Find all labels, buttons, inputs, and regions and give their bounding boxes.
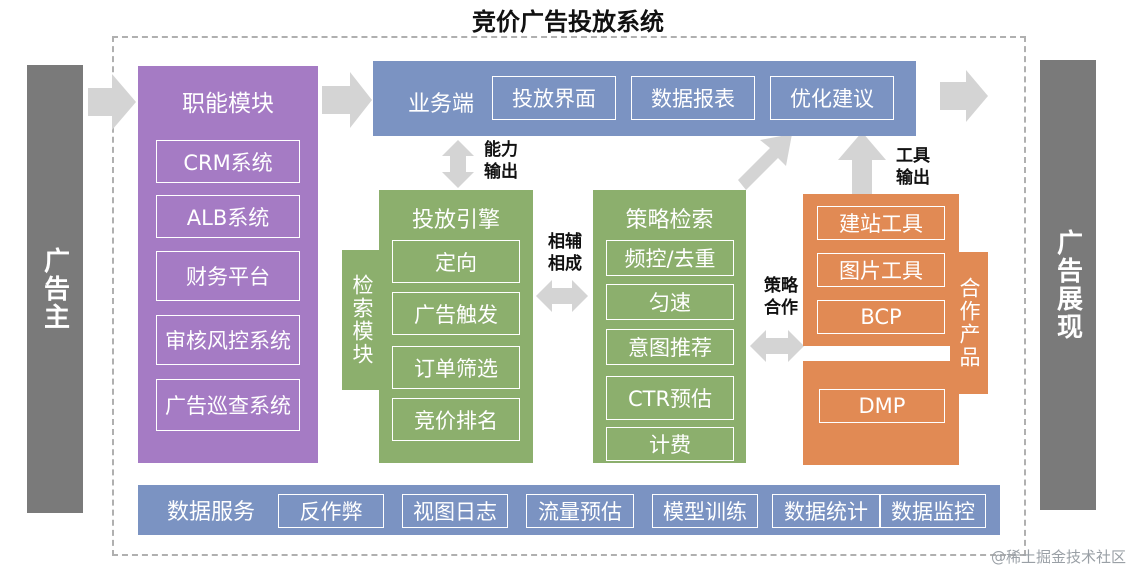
arrow-advertiser-in <box>88 74 136 130</box>
arrow-strategy-coop <box>750 330 804 362</box>
coop-side-label: 合作产品 <box>957 277 981 369</box>
coop-top-block <box>803 194 959 346</box>
advertiser-label: 广告主 <box>39 247 70 331</box>
arrow-complement <box>536 280 588 312</box>
diagram-title: 竞价广告投放系统 <box>472 8 664 36</box>
business-item-optimize: 优化建议 <box>770 76 894 120</box>
data-service-title: 数据服务 <box>166 500 255 525</box>
data-service-item-viewlog: 视图日志 <box>402 494 508 528</box>
coop-item-dmp: DMP <box>819 389 945 423</box>
functional-module <box>138 66 318 463</box>
data-service-bar <box>138 485 1000 535</box>
retrieval-module-tab <box>342 250 382 390</box>
arrow-tool-output <box>838 132 886 196</box>
functional-item-finance: 财务平台 <box>156 251 300 301</box>
coop-item-image-tool: 图片工具 <box>817 253 945 287</box>
strategy-item-billing: 计费 <box>606 427 734 461</box>
functional-item-review: 审核风控系统 <box>156 315 300 365</box>
label-complement-2: 相成 <box>548 254 582 274</box>
functional-item-patrol: 广告巡查系统 <box>156 379 300 431</box>
arrow-business-to-display <box>940 70 988 122</box>
arrow-strategy-to-business <box>738 134 792 190</box>
functional-item-crm: CRM系统 <box>156 140 300 183</box>
engine-item-targeting: 定向 <box>392 240 520 283</box>
business-end <box>373 61 916 136</box>
system-boundary <box>112 36 1026 556</box>
business-item-report: 数据报表 <box>631 76 755 120</box>
label-complement: 相辅 <box>548 232 582 252</box>
strategy-retrieval <box>593 190 746 463</box>
ad-display-bar: 广告展现 <box>1040 60 1096 510</box>
data-service-item-stats: 数据统计 <box>772 494 880 528</box>
engine-item-ranking: 竞价排名 <box>392 398 520 441</box>
strategy-item-intent: 意图推荐 <box>606 329 734 365</box>
label-tool-output: 工具 <box>896 146 930 166</box>
data-service-item-monitor: 数据监控 <box>880 494 986 528</box>
label-capability-output-2: 输出 <box>484 162 518 182</box>
ad-display-label: 广告展现 <box>1052 229 1083 341</box>
coop-item-bcp: BCP <box>817 300 945 334</box>
engine-item-filter: 订单筛选 <box>392 346 520 389</box>
advertiser-bar: 广告主 <box>27 65 83 513</box>
label-capability-output: 能力 <box>478 140 524 160</box>
coop-side-tab <box>950 252 988 394</box>
strategy-title: 策略检索 <box>625 208 714 233</box>
retrieval-module-label: 检索模块 <box>350 274 374 366</box>
label-tool-output-2: 输出 <box>896 168 930 188</box>
data-service-item-traffic: 流量预估 <box>526 494 634 528</box>
engine-title: 投放引擎 <box>411 208 500 233</box>
arrow-functional-to-business <box>322 72 372 128</box>
arrow-capability-output <box>442 140 474 188</box>
coop-item-site-builder: 建站工具 <box>817 206 945 240</box>
business-item-delivery: 投放界面 <box>492 76 616 120</box>
data-service-item-antifraud: 反作弊 <box>278 494 384 528</box>
business-title: 业务端 <box>407 92 474 117</box>
functional-item-alb: ALB系统 <box>156 195 300 238</box>
delivery-engine <box>379 190 533 463</box>
strategy-item-freq: 频控/去重 <box>606 240 734 276</box>
data-service-item-model: 模型训练 <box>652 494 758 528</box>
engine-item-trigger: 广告触发 <box>392 292 520 335</box>
strategy-item-pacing: 匀速 <box>606 284 734 320</box>
label-capability-output-line1: 能力 <box>484 140 518 160</box>
coop-bottom-block <box>803 361 959 465</box>
strategy-item-ctr: CTR预估 <box>606 376 734 420</box>
watermark: @稀土掘金技术社区 <box>990 548 1126 566</box>
functional-title: 职能模块 <box>182 91 274 117</box>
label-strategy-coop: 策略 <box>764 276 798 296</box>
label-strategy-coop-2: 合作 <box>764 298 798 318</box>
